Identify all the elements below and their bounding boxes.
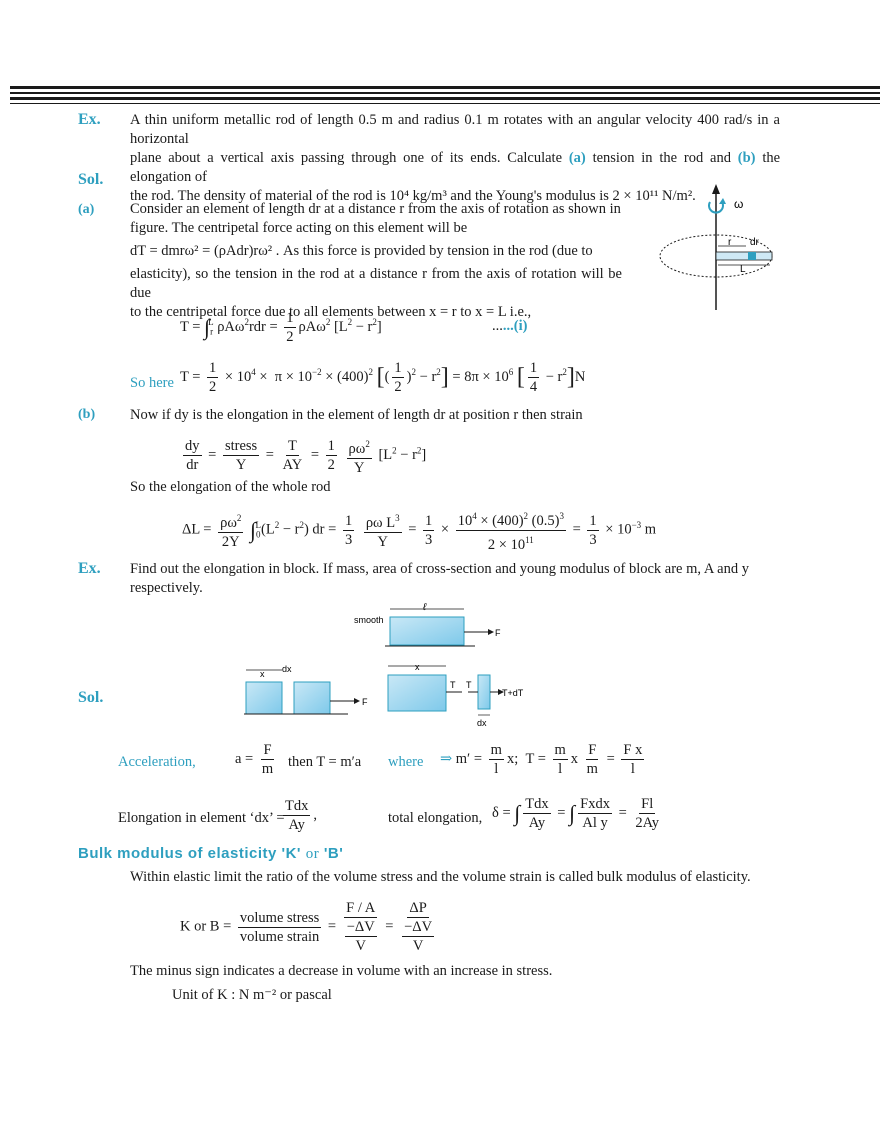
x-label-right: x [415,662,420,672]
bulk-modulus-heading: Bulk modulus of elasticity 'K' or 'B' [78,845,344,862]
ex2-label: Ex. [78,560,101,577]
ex2-line2: respectively. [130,580,203,596]
ex2-line1: Find out the elongation in block. If mas… [130,561,749,577]
section-block [387,674,447,712]
T-label-2: T [466,680,472,690]
element-dx [477,674,491,710]
sol1-a-line2: figure. The centripetal force acting on … [130,220,468,236]
block-figure: smooth ℓ F x dx F x T T T+dT dx [244,602,524,728]
r-label: r [728,237,732,248]
sol2-label: Sol. [78,689,104,706]
where-label: where [388,754,424,770]
ex1-line3: the rod. The density of material of the … [130,188,696,204]
ex1-line2: plane about a vertical axis passing thro… [130,150,781,185]
dx-label-left: dx [282,664,292,674]
sol1-a-line1: Consider an element of length dr at a di… [130,201,621,217]
sol1-a-line3: dT = dmrω² = (ρAdr)rω² . As this force i… [130,243,593,259]
bulk-unit: Unit of K : N m⁻² or pascal [172,987,332,1003]
left-piece [245,681,283,715]
bulk-definition: Within elastic limit the ratio of the vo… [130,869,751,885]
rod-element [748,252,756,260]
ell-label: ℓ [422,602,427,613]
so-here-label: So here [130,375,174,391]
rotation-arrow-icon [708,201,724,214]
sol1-part-b-label: (b) [78,407,96,422]
rotating-rod-figure: ω r dr L [659,184,773,310]
L-label: L [740,264,746,275]
equation-tag-i: ......(i) [492,318,528,334]
ex1-label: Ex. [78,111,101,128]
right-piece [293,681,331,715]
total-elongation-label: total elongation, [388,810,483,826]
omega-label: ω [734,197,743,211]
ex2-problem: Find out the elongation in block. If mas… [130,560,780,598]
sol1-a-line4: elasticity), so the tension in the rod a… [130,266,622,301]
sol1-part-a-text: Consider an element of length dr at a di… [130,200,622,322]
F-label-top: F [495,628,501,638]
top-block [389,616,465,646]
elongation-element-label: Elongation in element ‘dx’ = [118,810,285,826]
minus-sign-note: The minus sign indicates a decrease in v… [130,963,553,979]
x-label-left: x [260,669,265,679]
rod [715,251,773,261]
sol1-label: Sol. [78,171,104,188]
sol1-part-a-label: (a) [78,202,95,217]
sol1-b-line2: So the elongation of the whole rod [130,479,331,495]
T-label-1: T [450,680,456,690]
sol1-a-line5: to the centripetal force due to all elem… [130,304,532,320]
ex1-line1: A thin uniform metallic rod of length 0.… [130,112,780,147]
dr-label: dr [750,237,760,248]
sol1-b-line1: Now if dy is the elongation in the eleme… [130,407,583,423]
F-label-bottom: F [362,697,368,707]
dx-label-right: dx [477,718,487,728]
smooth-label: smooth [354,615,384,625]
acceleration-label: Acceleration, [118,754,196,770]
ex1-problem: A thin uniform metallic rod of length 0.… [130,111,780,206]
TdT-label: T+dT [502,688,524,698]
tension-relation: then T = m′a [288,754,362,770]
